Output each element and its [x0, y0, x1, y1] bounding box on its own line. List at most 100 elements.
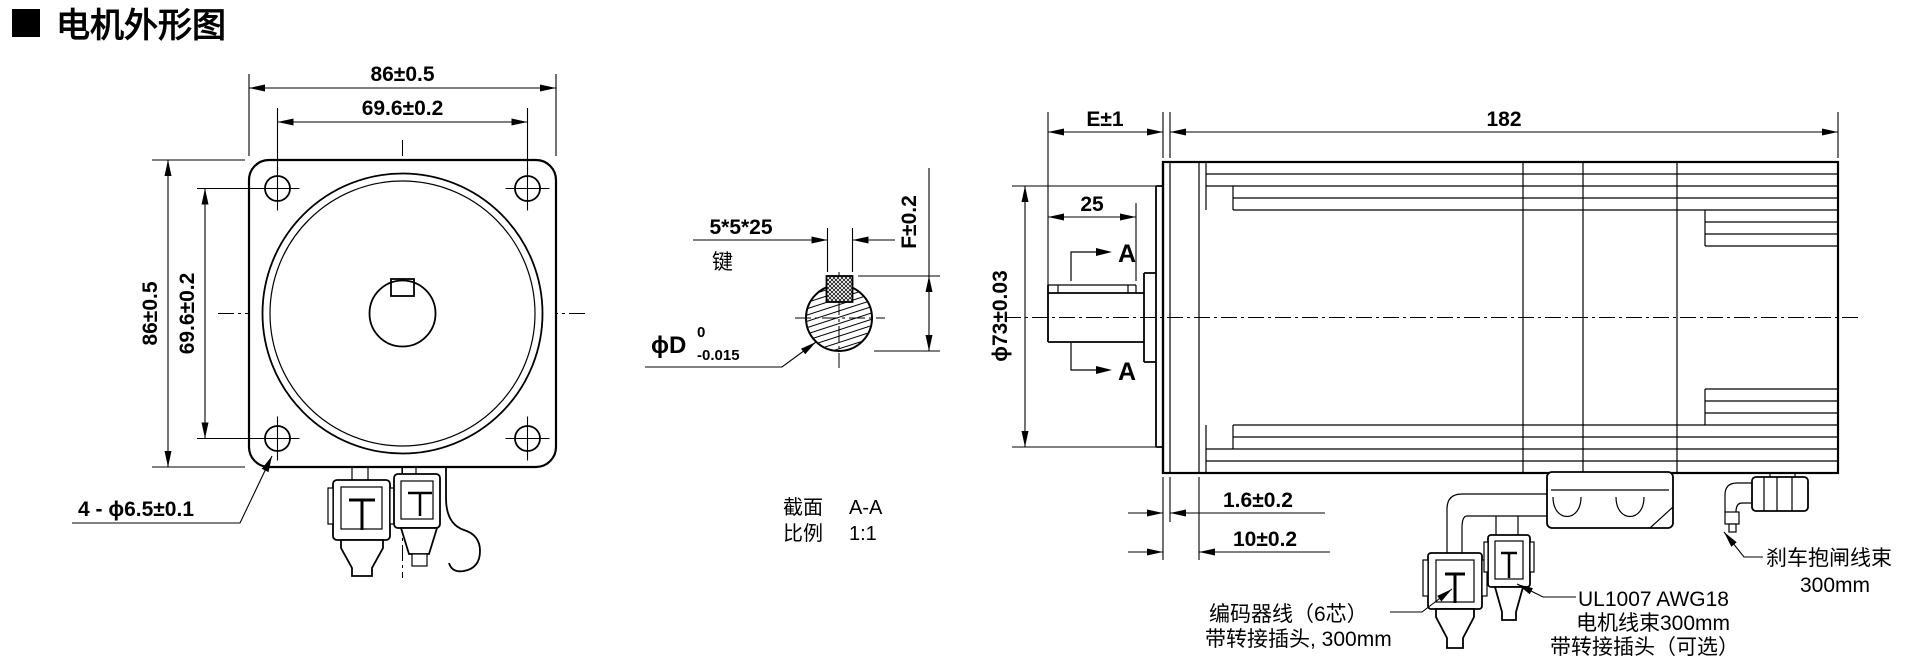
- junction-box-detail: [1551, 489, 1674, 529]
- power-cable-tube: [1495, 516, 1519, 535]
- brake-cable-label: 300mm: [1800, 574, 1870, 597]
- dim-key-height: F±0.2: [858, 168, 940, 352]
- section-marker: A: [1118, 358, 1136, 386]
- shaft-shoulder: [1143, 272, 1157, 363]
- dim-lines: [276, 108, 529, 170]
- fins-bottom: [1205, 424, 1838, 473]
- dim-arrow: [1048, 128, 1064, 136]
- brake-tip: [1724, 511, 1740, 525]
- dim-arrow: [1120, 213, 1136, 221]
- connector-foot: [411, 553, 428, 567]
- holes-label: 4 - ϕ6.5±0.1: [78, 498, 194, 521]
- brake-cable-callout: 刹车抱闸线束 300mm: [1723, 531, 1892, 597]
- shaft-dia-callout: ϕD 0 -0.015: [645, 324, 817, 368]
- keyway-lines: [1048, 284, 1137, 293]
- dim-arrow: [1147, 548, 1163, 556]
- body-section-lines: [1522, 162, 1678, 473]
- dim-arrow: [249, 84, 265, 92]
- dim-arrow: [1147, 128, 1163, 136]
- leader-arrow: [1724, 532, 1737, 547]
- hole-crosshair: [505, 166, 550, 211]
- connector-body: [1751, 476, 1809, 512]
- dim-arrow: [1048, 213, 1064, 221]
- section-cut-markers: A A: [1070, 240, 1136, 386]
- dim-text: 182: [1486, 108, 1521, 131]
- cable-curl: [445, 467, 481, 573]
- motor-body-circle-inner: [269, 180, 536, 447]
- motor-cable-label: 电机线束300mm: [1576, 612, 1730, 635]
- dim-lines: [248, 74, 557, 156]
- dim-arrow: [277, 118, 294, 126]
- dim-arrow: [1170, 128, 1186, 136]
- fins-rear-top: [1704, 210, 1838, 247]
- dim-arrow: [852, 236, 869, 244]
- dim-front-height-inner: 69.6±0.2: [176, 187, 262, 440]
- leader-arrow: [1517, 584, 1533, 595]
- shaft-bore-circle: [368, 279, 437, 348]
- dim-shaft-length: 25: [1048, 193, 1137, 281]
- connector-skirt: [399, 527, 439, 555]
- motor-cable-label: UL1007 AWG18: [1578, 588, 1729, 611]
- dim-text: 25: [1080, 193, 1104, 216]
- connector-inner: [400, 480, 434, 520]
- leader-arrow: [801, 342, 816, 355]
- dim-text: 86±0.5: [370, 63, 434, 86]
- dim-arrow: [201, 188, 209, 205]
- dim-arrow: [511, 118, 528, 126]
- dim-lines: [1128, 477, 1325, 560]
- section-arrow: [1096, 366, 1112, 374]
- encoder-cable-callout: 编码器线（6芯） 带转接插头, 300mm: [1205, 588, 1453, 651]
- pilot-boss: [1155, 185, 1163, 448]
- connector-detail: [1763, 477, 1793, 511]
- connector-pin: [349, 498, 375, 530]
- brake-cable-label: 刹车抱闸线束: [1766, 547, 1892, 570]
- brake-elbow: [1724, 482, 1752, 513]
- dim-text: F±0.2: [898, 195, 921, 249]
- dim-text: 10±0.2: [1233, 528, 1297, 551]
- caption-value: 1:1: [849, 523, 877, 545]
- junction-box-body: [1546, 471, 1674, 529]
- encoder-cable-elbow: [1446, 493, 1547, 553]
- dim-arrow: [1147, 509, 1163, 517]
- motor-cable-label: 带转接插头（可选）: [1550, 636, 1739, 658]
- motor-body-outline: [1161, 160, 1840, 475]
- dim-arrow: [925, 276, 933, 292]
- brake-connector: [1724, 473, 1809, 533]
- page-title: 电机外形图: [56, 7, 226, 45]
- hole-crosshair: [255, 166, 300, 211]
- caption-label: 比例: [783, 522, 823, 545]
- caption-label: 截面: [783, 496, 823, 519]
- cable-tubes: [351, 467, 417, 480]
- section-caption: 截面 A-A 比例 1:1: [783, 496, 883, 545]
- dim-arrow: [164, 160, 172, 176]
- caption-value: A-A: [849, 497, 883, 519]
- cable-tubes: [1446, 493, 1547, 553]
- power-connector: [1483, 534, 1535, 621]
- dim-text: 1.6±0.2: [1223, 489, 1293, 512]
- connector-pin: [1445, 572, 1465, 603]
- side-view: E±1 182 25 ϕ73±0.03 A A: [989, 108, 1892, 658]
- cut-lines: [1070, 251, 1096, 371]
- dim-lines: [1012, 185, 1158, 448]
- dim-pilot-diameter: ϕ73±0.03: [989, 185, 1158, 448]
- dim-arrow: [1199, 548, 1215, 556]
- leader-arrow: [261, 456, 272, 473]
- encoder-cable-label: 编码器线（6芯）: [1209, 603, 1368, 626]
- dim-text: ϕ73±0.03: [989, 270, 1012, 362]
- dim-lines: [197, 187, 262, 440]
- dim-arrow: [1170, 509, 1186, 517]
- leader-line: [1723, 531, 1763, 558]
- connector-pin: [1501, 551, 1517, 578]
- flange-back-lines: [1169, 162, 1200, 473]
- encoder-cable-label: 带转接插头, 300mm: [1205, 628, 1392, 651]
- connector-latch: [327, 487, 334, 525]
- connector-skirt: [340, 539, 384, 577]
- section-marker: A: [1118, 240, 1136, 268]
- mounting-holes: [255, 166, 550, 461]
- dim-lines: [693, 228, 895, 272]
- connector-inner: [1494, 540, 1524, 580]
- dim-text: 69.6±0.2: [176, 273, 199, 355]
- dim-arrow: [811, 236, 828, 244]
- motor-body-circle-outer: [261, 172, 544, 455]
- dim-arrow: [1021, 431, 1029, 447]
